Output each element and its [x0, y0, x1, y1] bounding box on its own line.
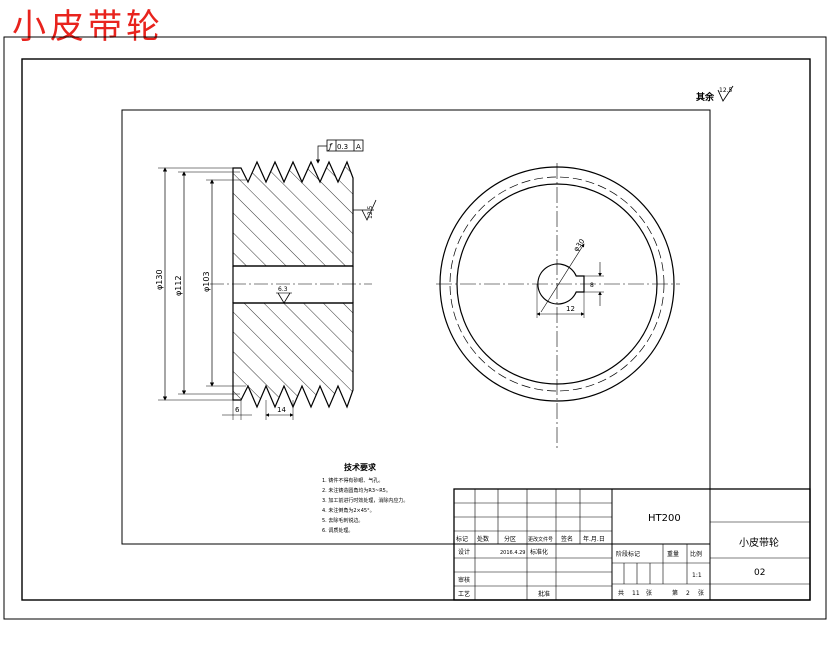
tb-total-label: 共	[618, 589, 624, 597]
part-name: 小皮带轮	[739, 536, 779, 549]
tb-scale-label: 比例	[690, 550, 702, 558]
tb-process-label: 工艺	[458, 590, 470, 598]
front-view: φ30 12 8	[436, 163, 680, 448]
tech-requirements: 技术要求 1. 铸件不得有砂眼、气孔。 2. 未注铸造圆角均为R3~R5。 3.…	[322, 462, 408, 534]
title-block-text: HT200 小皮带轮 02 标记 处数 分区 更改文件号 签名 年.月.日 设计…	[456, 513, 779, 598]
roughness-symbol-top: 12.5	[717, 85, 734, 102]
tb-page-number: 2	[686, 590, 690, 597]
roughness-value-side: 12.5	[367, 205, 374, 219]
tech-item: 1. 铸件不得有砂眼、气孔。	[322, 477, 383, 484]
dim-key-depth: 12	[566, 305, 575, 313]
tolerance-symbol: ƒ	[327, 142, 333, 151]
tb-sheet-unit: 张	[646, 589, 652, 597]
inner-border	[21, 58, 811, 601]
drawing-title: 小皮带轮	[12, 7, 164, 47]
tb-review-label: 审核	[458, 576, 470, 584]
section-view: φ130 φ112 φ103 6 14 ƒ 0.3 A	[155, 139, 377, 420]
roughness-value-top: 12.5	[719, 87, 733, 94]
outer-border	[3, 36, 827, 620]
drawing-number: 02	[754, 568, 765, 578]
tech-item: 2. 未注铸造圆角均为R3~R5。	[322, 487, 391, 494]
tolerance-datum: A	[356, 143, 361, 151]
roughness-symbol-side: 12.5	[353, 199, 377, 221]
tb-header-label: 年.月.日	[583, 535, 605, 543]
tb-approve-label: 批准	[538, 590, 550, 598]
tb-header-label: 分区	[504, 535, 516, 543]
tb-header-label: 签名	[561, 535, 573, 543]
tb-weight-label: 重量	[667, 550, 679, 558]
tb-design-date: 2016.4.29	[500, 550, 525, 556]
tolerance-frame: ƒ 0.3 A	[315, 139, 364, 164]
other-note: 其余	[696, 91, 715, 103]
tb-sheet-unit-2: 张	[698, 589, 704, 597]
dim-key-width: 8	[590, 282, 594, 289]
material-text: HT200	[648, 513, 681, 524]
tb-total-count: 11	[632, 590, 640, 597]
roughness-value-bore: 6.3	[278, 286, 288, 293]
dim-bore-diameter: φ30	[572, 237, 586, 253]
tb-header-label: 处数	[477, 535, 489, 543]
tech-item: 6. 调质处理。	[322, 527, 353, 534]
tolerance-value: 0.3	[337, 143, 348, 151]
tech-item: 3. 加工前进行时效处理，消除内应力。	[322, 497, 408, 504]
dim-inner-diameter: φ103	[202, 271, 211, 292]
view-frame	[121, 109, 711, 545]
roughness-symbol-bore: 6.3	[276, 286, 292, 304]
tech-title: 技术要求	[344, 462, 377, 472]
tb-page-label: 第	[672, 589, 678, 597]
tb-standardize-label: 标准化	[530, 548, 548, 556]
dim-mid-diameter: φ112	[174, 275, 183, 296]
dim-outer-diameter: φ130	[155, 269, 164, 290]
tb-header-label: 标记	[456, 535, 468, 543]
tb-scale-value: 1:1	[692, 572, 702, 579]
tb-stage-label: 阶段标记	[616, 550, 640, 558]
tech-item: 4. 未注倒角为2×45°。	[322, 507, 375, 514]
tb-header-label: 更改文件号	[528, 536, 553, 543]
tech-item: 5. 去除毛刺锐边。	[322, 517, 363, 524]
tb-design-label: 设计	[458, 548, 470, 556]
title-block	[453, 488, 811, 601]
dim-groove-pitch: 14	[277, 406, 286, 414]
dim-groove-gap: 6	[235, 406, 240, 414]
